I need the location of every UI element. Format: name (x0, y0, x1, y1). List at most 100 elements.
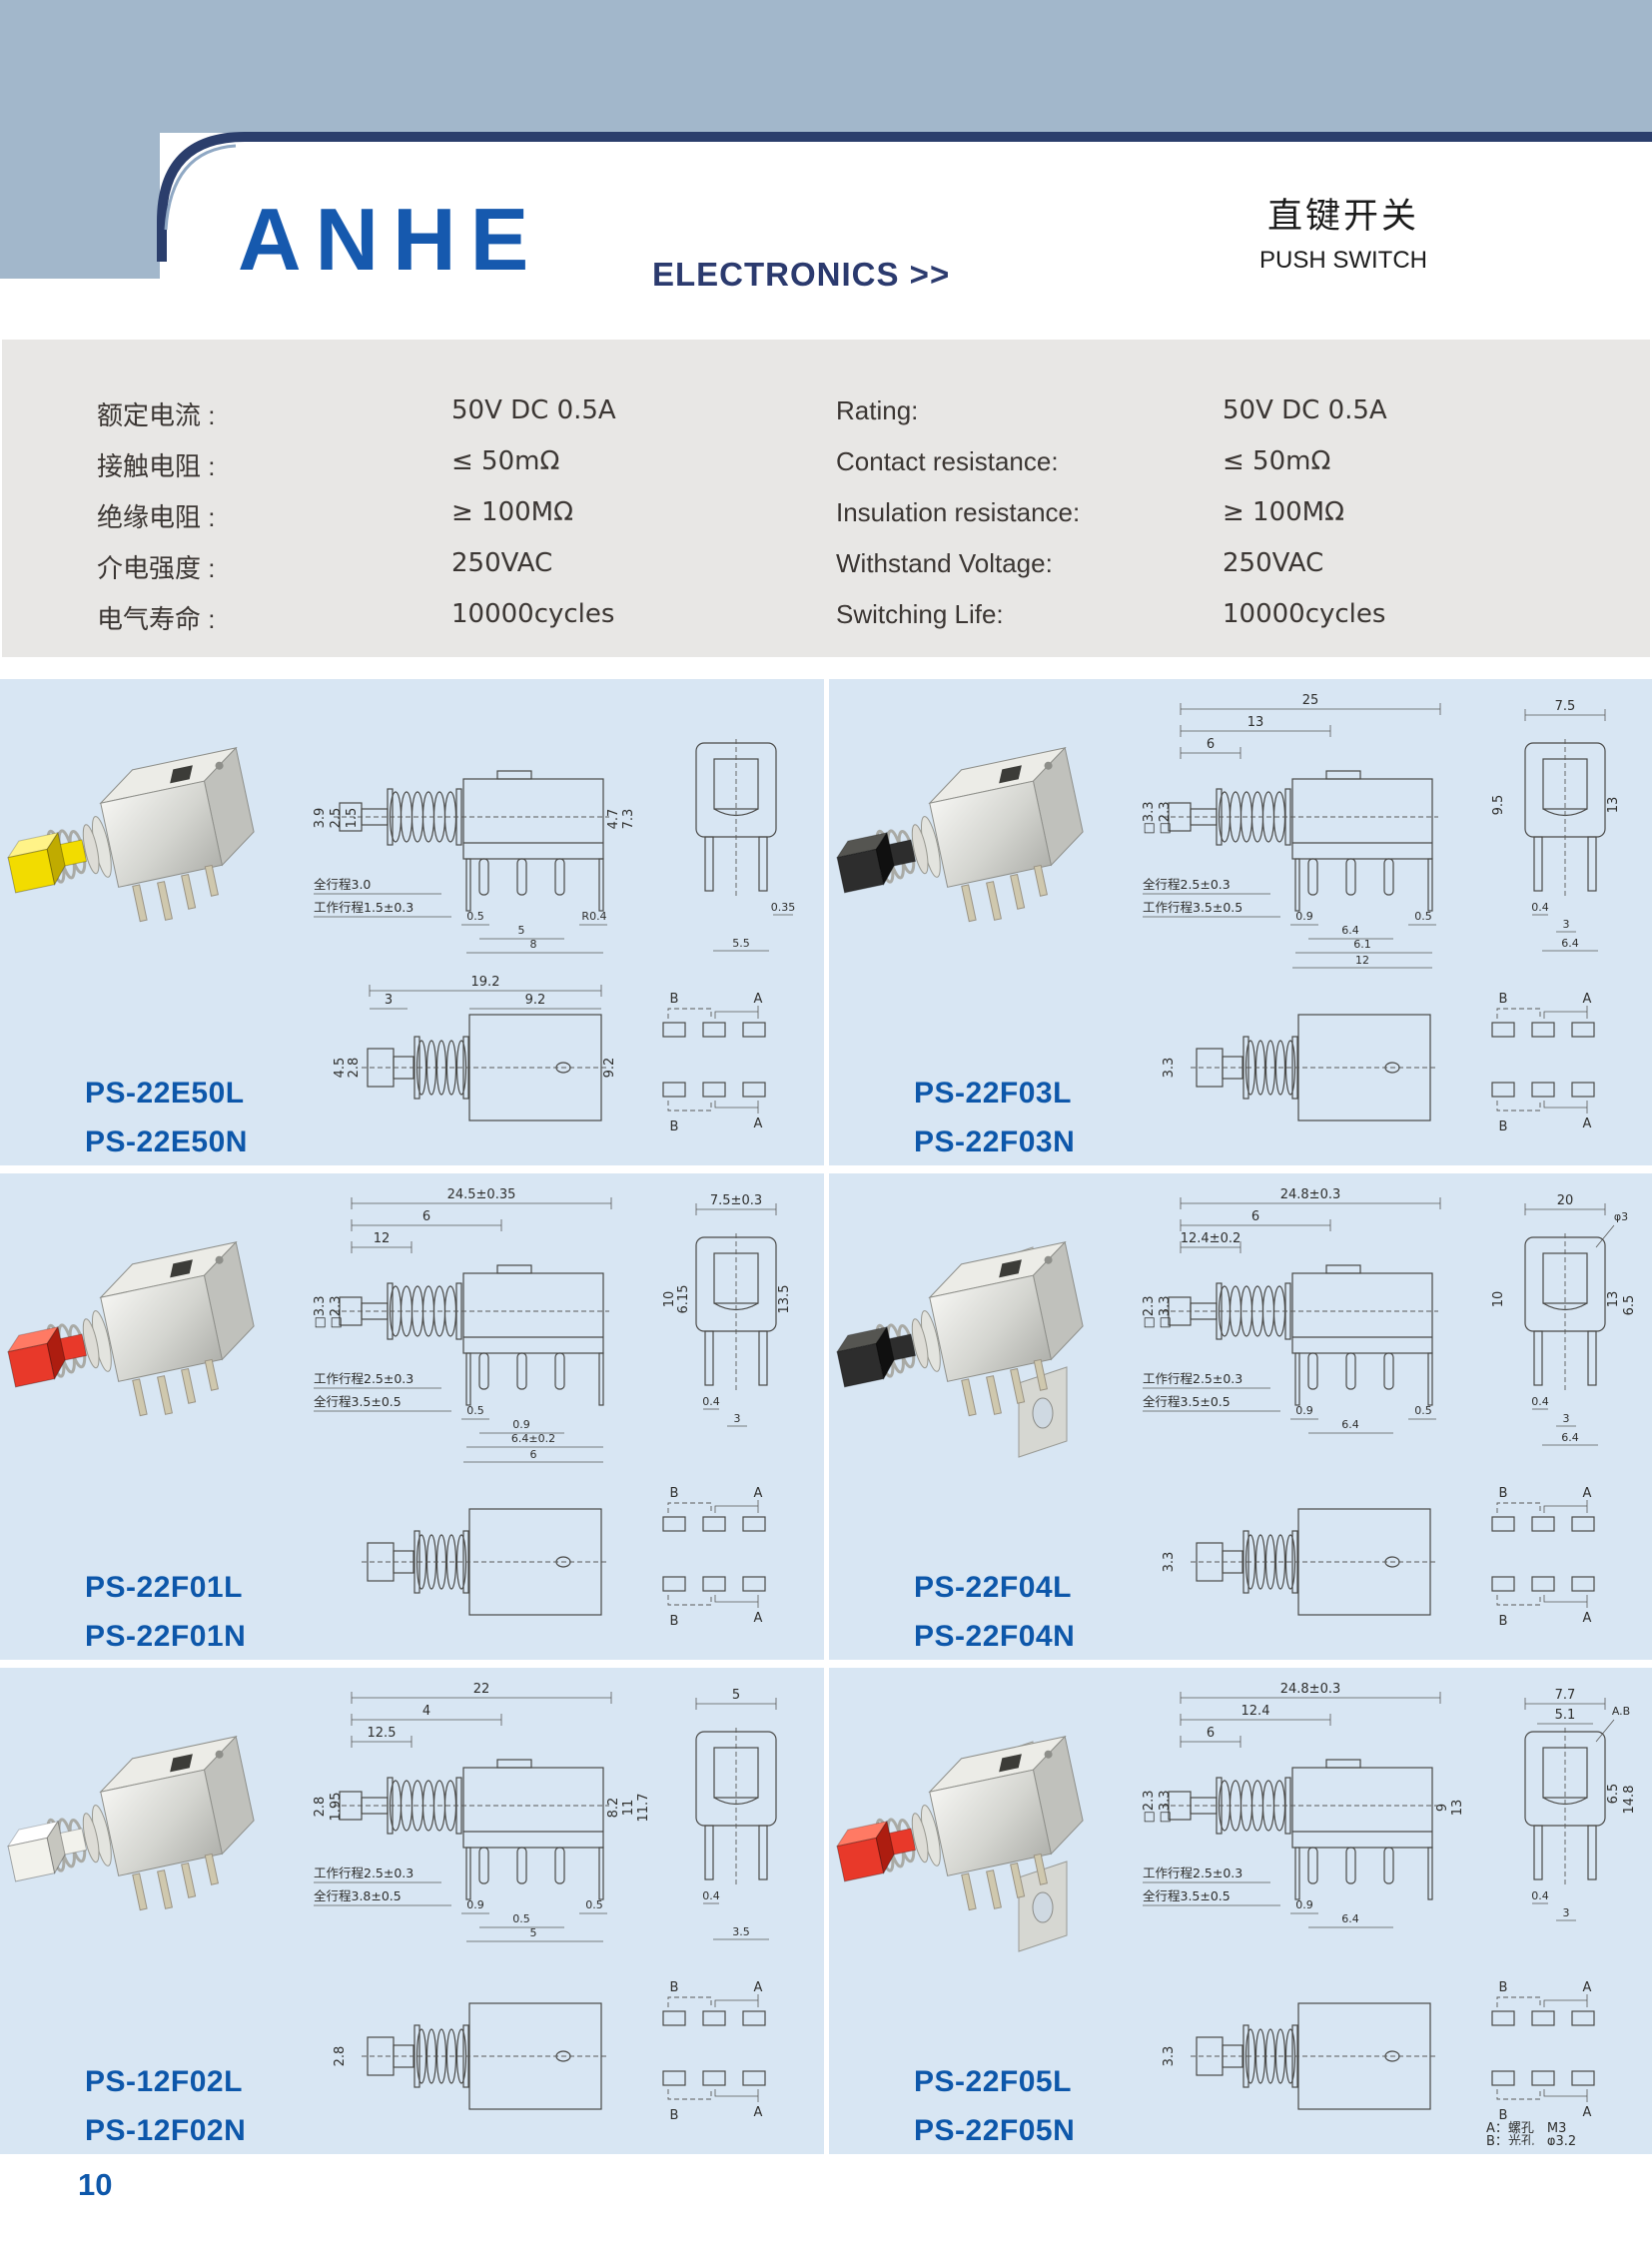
switch-photo-group (7, 1735, 255, 1911)
button-side (875, 831, 895, 886)
svg-text:A: A (1583, 1117, 1592, 1131)
washer (911, 824, 929, 875)
svg-text:9.2: 9.2 (602, 1058, 617, 1079)
side-view: 24.5±0.35 6 12 □3.3 □2.3 工作行程2.5±0.3 全行程… (313, 1187, 612, 1463)
svg-text:13: 13 (1247, 715, 1264, 730)
circuit-diagram: B A B A (662, 1486, 766, 1629)
svg-text:6.5: 6.5 (1622, 1295, 1637, 1316)
svg-text:B: B (1499, 992, 1508, 1007)
rivet (1044, 1255, 1053, 1264)
button-face (7, 1342, 56, 1388)
spec-label-cn: 介电强度 : (97, 553, 216, 583)
svg-text:□3.3: □3.3 (1158, 1791, 1173, 1824)
circuit-diagram: B A B A (1491, 992, 1595, 1134)
svg-text:12: 12 (1355, 954, 1369, 967)
body-front-face (929, 1274, 1052, 1382)
top-background-band (0, 0, 1652, 133)
spec-value-en: 250VAC (1223, 548, 1324, 578)
technical-drawing: 22 4 12.5 2.8 1.95 工作行程2.5±0.3 全行程3.8±0.… (313, 1682, 777, 2123)
side-view: 25 13 6 □3.3 □2.3 全行程2.5±0.3 工作行程3.5±0.5… (1142, 693, 1441, 969)
svg-text:A: A (1583, 1611, 1592, 1626)
svg-text:B：光孔 φ3.2: B：光孔 φ3.2 (1486, 2134, 1576, 2145)
svg-text:全行程3.5±0.5: 全行程3.5±0.5 (1143, 1394, 1231, 1409)
svg-text:10: 10 (662, 1291, 677, 1308)
washer (911, 1813, 929, 1864)
svg-text:12.4: 12.4 (1241, 1704, 1270, 1719)
svg-text:7.5±0.3: 7.5±0.3 (710, 1193, 762, 1208)
side-view: 22 4 12.5 2.8 1.95 工作行程2.5±0.3 全行程3.8±0.… (313, 1682, 651, 1942)
switch-photo-group (836, 1735, 1084, 1911)
spec-row: 接触电阻 : ≤ 50mΩ Contact resistance: ≤ 50mΩ (2, 446, 1650, 481)
pins (961, 1853, 1048, 1911)
svg-text:A: A (754, 1980, 763, 1995)
left-background-band (0, 133, 160, 279)
svg-text:φ3: φ3 (1614, 1210, 1628, 1223)
product-cell-ps22f03: 25 13 6 □3.3 □2.3 全行程2.5±0.3 工作行程3.5±0.5… (829, 679, 1652, 1165)
product-cell-ps22f01: 24.5±0.35 6 12 □3.3 □2.3 工作行程2.5±0.3 全行程… (0, 1173, 824, 1660)
svg-text:B: B (670, 1980, 679, 1995)
svg-text:A.B: A.B (1612, 1705, 1630, 1718)
svg-text:2.8: 2.8 (313, 1797, 328, 1818)
logo-text: ANHE (238, 190, 543, 289)
svg-text:0.9: 0.9 (1295, 910, 1313, 923)
svg-text:7.5: 7.5 (1555, 699, 1576, 714)
spec-label-en: Switching Life: (836, 599, 1004, 629)
part-number-lock: PS-22F05L (914, 2065, 1072, 2098)
pins (132, 1358, 219, 1417)
washer (82, 1813, 100, 1864)
svg-text:工作行程3.5±0.5: 工作行程3.5±0.5 (1143, 900, 1242, 915)
svg-text:工作行程1.5±0.3: 工作行程1.5±0.3 (314, 900, 413, 915)
svg-text:B: B (1499, 1980, 1508, 1995)
svg-text:R0.4: R0.4 (581, 910, 606, 923)
product-photo (836, 1240, 1084, 1458)
svg-text:10: 10 (1491, 1291, 1506, 1308)
svg-text:A: A (1583, 1486, 1592, 1501)
page-number: 10 (78, 2167, 113, 2202)
svg-text:6: 6 (1207, 1726, 1215, 1741)
svg-text:3.5: 3.5 (732, 1925, 750, 1938)
bottom-view (362, 1508, 609, 1616)
svg-text:9: 9 (1435, 1804, 1450, 1812)
svg-text:5.1: 5.1 (1555, 1708, 1576, 1723)
part-number-nonlock: PS-22F05N (914, 2114, 1076, 2147)
svg-text:22: 22 (473, 1682, 490, 1697)
spec-label-en: Rating: (836, 395, 919, 425)
bottom-view: 3.3 (1162, 2002, 1438, 2110)
switch-photo-group (836, 1240, 1084, 1417)
svg-text:0.4: 0.4 (702, 1395, 720, 1408)
svg-text:4.7: 4.7 (606, 809, 621, 830)
svg-text:工作行程2.5±0.3: 工作行程2.5±0.3 (1143, 1371, 1242, 1386)
rivet (215, 1255, 224, 1264)
svg-text:13: 13 (1606, 797, 1621, 814)
spec-label-en: Insulation resistance: (836, 497, 1081, 527)
washer (911, 1318, 929, 1369)
svg-text:0.9: 0.9 (1295, 1898, 1313, 1911)
svg-text:19.2: 19.2 (471, 975, 500, 990)
part-number-nonlock: PS-22E50N (85, 1125, 248, 1158)
rivet (215, 1750, 224, 1759)
svg-text:0.4: 0.4 (1531, 901, 1549, 914)
button-face (7, 848, 56, 894)
switch-photo-group (7, 1240, 255, 1417)
keyhole (999, 1754, 1022, 1773)
pins (961, 1358, 1048, 1417)
spec-value-cn: ≤ 50mΩ (451, 446, 560, 476)
svg-text:5.5: 5.5 (732, 937, 750, 950)
front-view: 5 0.4 3.5 (695, 1688, 777, 1940)
svg-text:7.3: 7.3 (621, 809, 636, 830)
svg-text:13.5: 13.5 (777, 1285, 792, 1314)
svg-text:25: 25 (1302, 693, 1319, 708)
pins (961, 864, 1048, 923)
svg-text:A: A (1583, 992, 1592, 1007)
spec-value-en: 10000cycles (1223, 599, 1386, 629)
svg-text:24.8±0.3: 24.8±0.3 (1280, 1682, 1341, 1697)
side-view: 24.8±0.3 12.4 6 □2.3 □3.3 工作行程2.5±0.3 全行… (1142, 1682, 1465, 1928)
body-front-face (929, 1769, 1052, 1876)
svg-text:14.8: 14.8 (1622, 1786, 1637, 1815)
side-view: 3.9 2.5 1.5 全行程3.0 工作行程1.5±0.3 0.5 5 R0.… (313, 770, 636, 954)
svg-text:9.2: 9.2 (525, 993, 546, 1008)
front-view: 20 φ3 10 13 6.5 0.4 3 6.4 (1491, 1193, 1637, 1446)
svg-text:6.15: 6.15 (676, 1285, 691, 1314)
body-front-face (100, 780, 223, 888)
svg-text:0.4: 0.4 (1531, 1395, 1549, 1408)
